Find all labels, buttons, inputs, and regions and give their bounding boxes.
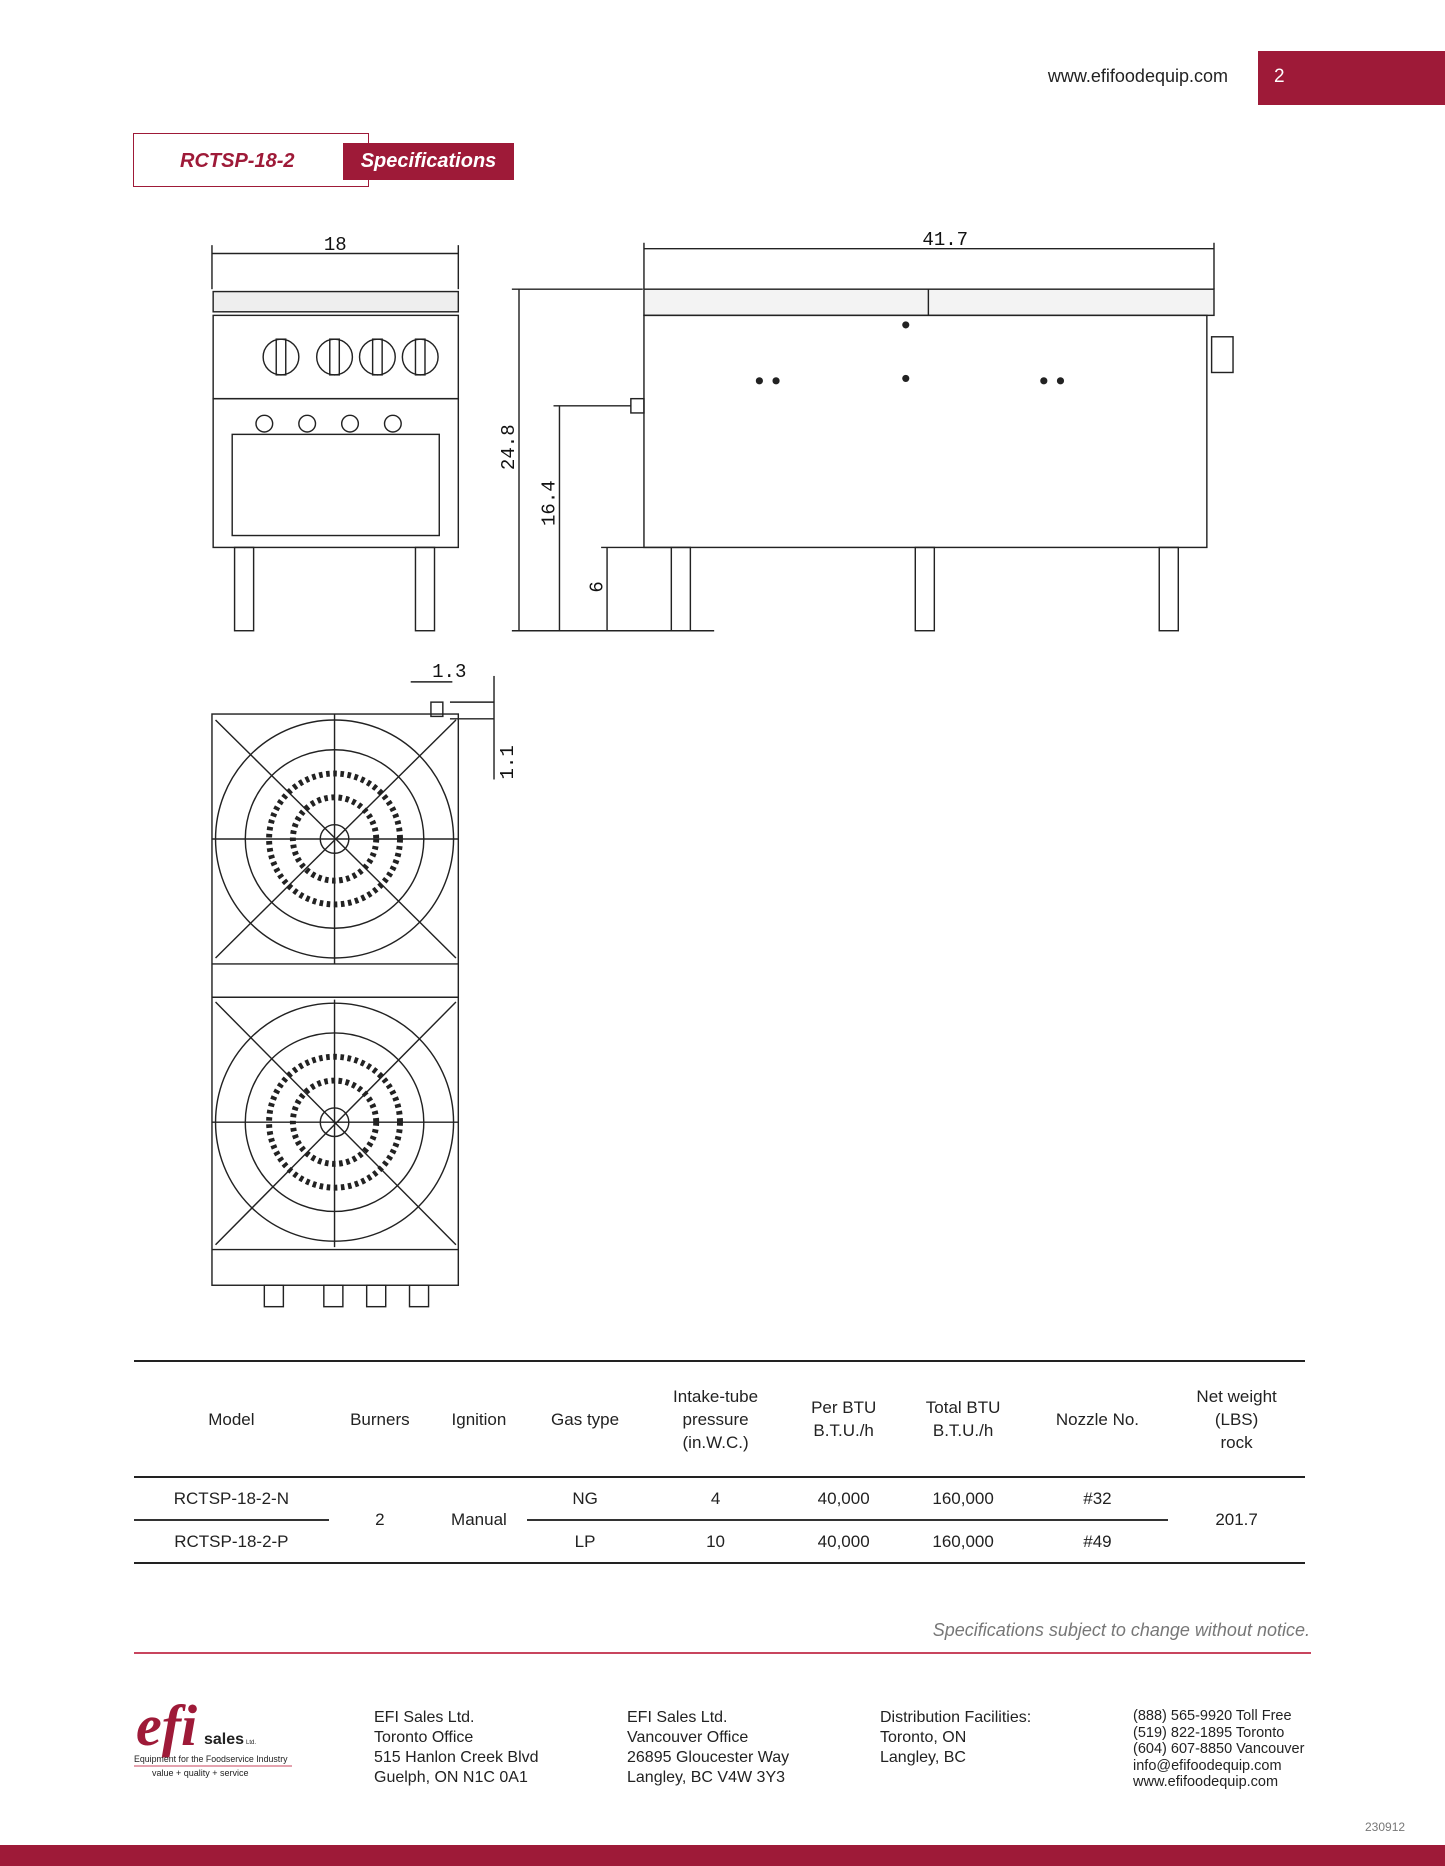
table-row: RCTSP-18-2-N 2 Manual NG 4 40,000 160,00… (134, 1477, 1305, 1564)
phone-tollfree: (888) 565-9920 Toll Free (1133, 1708, 1292, 1724)
col-model: Model (134, 1360, 329, 1478)
cell-pressure: 10 (643, 1520, 788, 1564)
col-pressure: Intake-tube pressure (in.W.C.) (643, 1360, 788, 1478)
phone-toronto: (519) 822-1895 Toronto (1133, 1724, 1285, 1741)
logo-values: value + quality + service (152, 1768, 249, 1778)
email-link[interactable]: info@efifoodequip.com (1133, 1757, 1282, 1774)
document-id: 230912 (1365, 1820, 1406, 1834)
logo-sub: sales (204, 1731, 244, 1748)
cell-per-btu: 40,000 (787, 1477, 900, 1521)
h-line: Per BTU (811, 1398, 877, 1417)
cell-model: RCTSP-18-2-N (134, 1477, 329, 1521)
h-line: Total BTU (925, 1398, 1001, 1417)
col-gas-type: Gas type (526, 1360, 644, 1478)
logo-brand: efi (136, 1693, 197, 1758)
h-line: Intake-tube (673, 1386, 759, 1406)
cell-nozzle: #32 (1026, 1477, 1169, 1521)
divider (134, 1652, 1311, 1654)
top-view: 1.3 1.1 (211, 661, 519, 1308)
address-line: Vancouver Office (627, 1729, 749, 1746)
phone-vancouver: (604) 607-8850 Vancouver (1133, 1741, 1305, 1757)
address-line: EFI Sales Ltd. (374, 1709, 475, 1726)
page-number-box (1258, 51, 1445, 105)
disclaimer-note: Specifications subject to change without… (932, 1620, 1310, 1640)
dim-inlet-y: 1.1 (497, 745, 519, 779)
address-line: Toronto Office (374, 1729, 474, 1746)
section-title: Specifications (343, 143, 514, 180)
knob-icons (262, 338, 439, 376)
distribution-facilities: Distribution Facilities: Toronto, ON Lan… (880, 1708, 1031, 1768)
efi-logo: efi sales Ltd. Equipment for the Foodser… (134, 1693, 292, 1778)
cell-pressure: 4 (643, 1477, 788, 1521)
col-net-weight: Net weight (LBS) rock (1168, 1360, 1305, 1478)
address-line: Toronto, ON (880, 1729, 967, 1746)
h-line: B.T.U./h (813, 1421, 874, 1440)
dim-front-width: 18 (324, 234, 347, 256)
toronto-office: EFI Sales Ltd. Toronto Office 515 Hanlon… (374, 1708, 539, 1788)
side-view: 41.7 24.8 16.4 6 (498, 229, 1234, 632)
h-line: (in.W.C.) (682, 1432, 749, 1452)
cell-burners: 2 (328, 1477, 431, 1564)
h-line: pressure (682, 1409, 749, 1429)
cell-gas: LP (526, 1520, 644, 1564)
burner-icon (211, 714, 459, 964)
website-url: www.efifoodequip.com (1047, 66, 1228, 86)
logo-tagline: Equipment for the Foodservice Industry (134, 1754, 288, 1764)
col-ignition: Ignition (430, 1360, 527, 1478)
website-link[interactable]: www.efifoodequip.com (1133, 1774, 1279, 1790)
h-line: rock (1220, 1432, 1253, 1452)
col-burners: Burners (328, 1360, 431, 1478)
dim-leg-height: 6 (586, 581, 608, 592)
logo-ltd: Ltd. (246, 1740, 256, 1746)
front-view: 18 (211, 234, 460, 632)
table-header-row: Model Burners Ignition Gas type Intake-t… (134, 1360, 1305, 1478)
cell-total-btu: 160,000 (899, 1520, 1027, 1564)
cell-nozzle: #49 (1026, 1520, 1169, 1564)
col-nozzle: Nozzle No. (1026, 1360, 1169, 1478)
address-line: Langley, BC (880, 1749, 966, 1766)
h-line: B.T.U./h (932, 1421, 994, 1440)
cell-per-btu: 40,000 (787, 1520, 900, 1564)
model-name: RCTSP-18-2 (180, 150, 295, 172)
cell-total-btu: 160,000 (899, 1477, 1027, 1521)
table-row: RCTSP-18-2-P LP 10 40,000 160,000 #49 (134, 1520, 1305, 1564)
page-number: 2 (1274, 66, 1285, 87)
col-per-btu: Per BTU B.T.U./h (787, 1360, 900, 1478)
h-line: (LBS) (1214, 1409, 1259, 1429)
spec-table: Model Burners Ignition Gas type Intake-t… (134, 1360, 1305, 1564)
address-line: 515 Hanlon Creek Blvd (374, 1749, 539, 1766)
dim-inlet-x: 1.3 (432, 661, 466, 683)
cell-gas: NG (526, 1477, 644, 1521)
cell-net-weight: 201.7 (1168, 1477, 1305, 1564)
address-line: EFI Sales Ltd. (627, 1709, 728, 1726)
dim-side-length: 41.7 (922, 229, 968, 251)
contact-info: (888) 565-9920 Toll Free (519) 822-1895 … (1133, 1708, 1304, 1791)
h-line: Net weight (1196, 1386, 1277, 1406)
burner-icon (211, 999, 459, 1248)
bottom-bar (0, 1845, 1445, 1866)
address-line: 26895 Gloucester Way (627, 1749, 790, 1766)
vancouver-office: EFI Sales Ltd. Vancouver Office 26895 Gl… (627, 1708, 789, 1788)
dim-total-height: 24.8 (498, 424, 520, 470)
cell-ignition: Manual (430, 1477, 527, 1564)
address-line: Guelph, ON N1C 0A1 (374, 1769, 528, 1786)
address-line: Distribution Facilities: (880, 1709, 1032, 1726)
col-total-btu: Total BTU B.T.U./h (899, 1360, 1027, 1478)
cell-model: RCTSP-18-2-P (134, 1520, 329, 1564)
dim-inlet-height: 16.4 (539, 480, 561, 526)
address-line: Langley, BC V4W 3Y3 (627, 1769, 786, 1786)
